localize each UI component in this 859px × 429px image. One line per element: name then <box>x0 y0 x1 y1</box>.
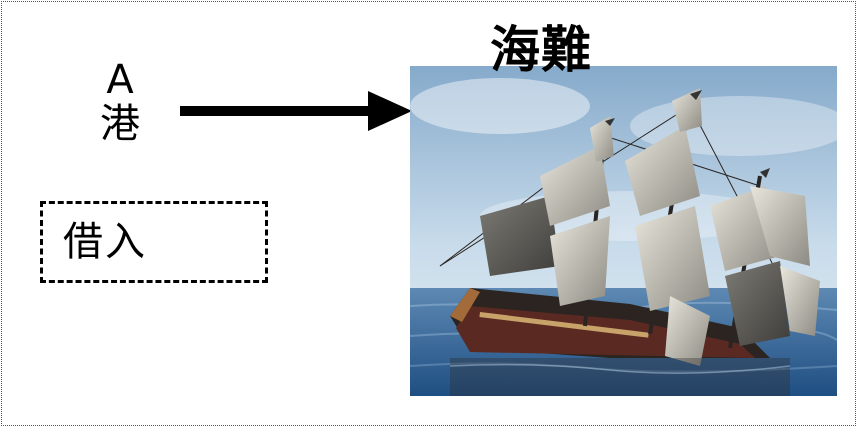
title: 海難 <box>490 21 592 79</box>
loan-box: 借入 <box>40 201 268 283</box>
shipwreck-image <box>410 66 837 396</box>
loan-label: 借入 <box>63 219 147 265</box>
port-kanji: 港 <box>100 101 140 147</box>
port-label: A 港 <box>92 58 148 146</box>
port-letter: A <box>106 57 134 103</box>
right-arrow-icon <box>180 91 412 131</box>
